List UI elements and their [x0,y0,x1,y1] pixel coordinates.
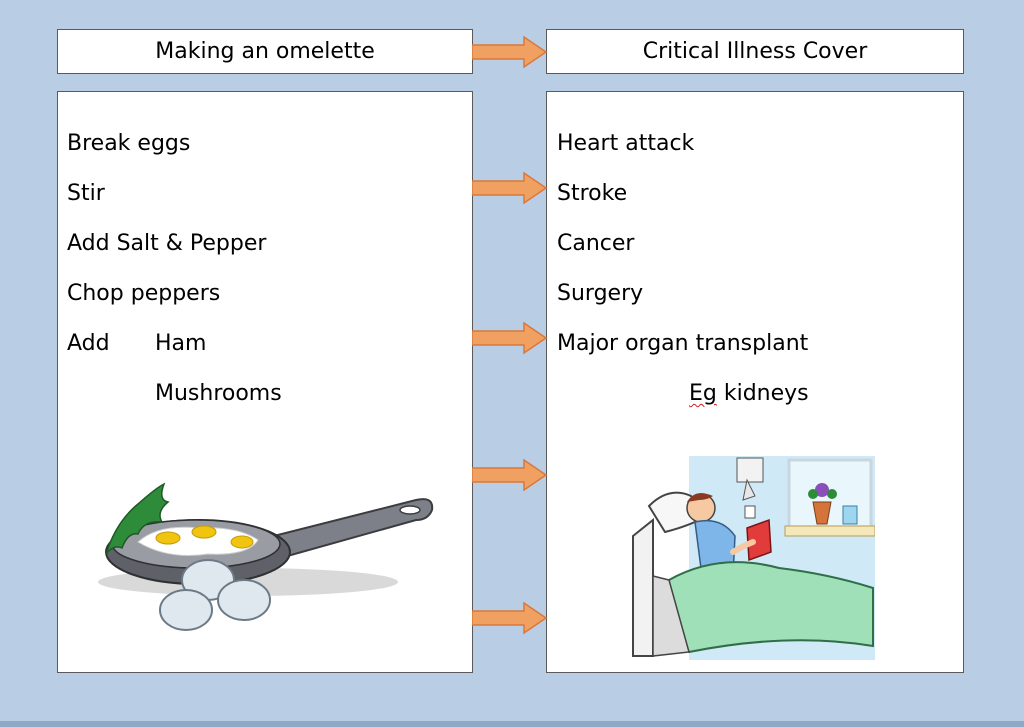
omelette-add-item-1: Ham [155,331,207,356]
illness-item-5: Major organ transplant [557,331,809,356]
illness-example-prefix: Eg [689,381,717,406]
illness-example: Eg kidneys [689,381,809,406]
omelette-add-item-2: Mushrooms [155,381,282,406]
right-arrow-icon [472,171,548,205]
frying-pan-eggs-icon [98,482,434,631]
right-arrow-icon [472,601,548,635]
omelette-step-3: Add Salt & Pepper [67,231,267,256]
right-arrow-icon [472,458,548,492]
patient-in-hospital-bed-icon [632,456,875,660]
illness-item-1: Heart attack [557,131,695,156]
omelette-step-4: Chop peppers [67,281,221,306]
bottom-strip [0,721,1024,727]
right-arrow-icon [472,321,548,355]
illness-example-suffix: kidneys [716,381,809,406]
critical-illness-title: Critical Illness Cover [642,39,868,64]
critical-illness-title-box: Critical Illness Cover [546,29,964,74]
omelette-steps-panel: Break eggs Stir Add Salt & Pepper Chop p… [57,91,473,673]
critical-illness-panel: Heart attack Stroke Cancer Surgery Major… [546,91,964,673]
illness-item-2: Stroke [557,181,628,206]
illness-item-4: Surgery [557,281,644,306]
omelette-step-2: Stir [67,181,105,206]
omelette-step-5: Add [67,331,110,356]
omelette-title: Making an omelette [155,39,375,64]
omelette-title-box: Making an omelette [57,29,473,74]
right-arrow-icon [472,35,548,69]
omelette-step-1: Break eggs [67,131,191,156]
illness-item-3: Cancer [557,231,635,256]
